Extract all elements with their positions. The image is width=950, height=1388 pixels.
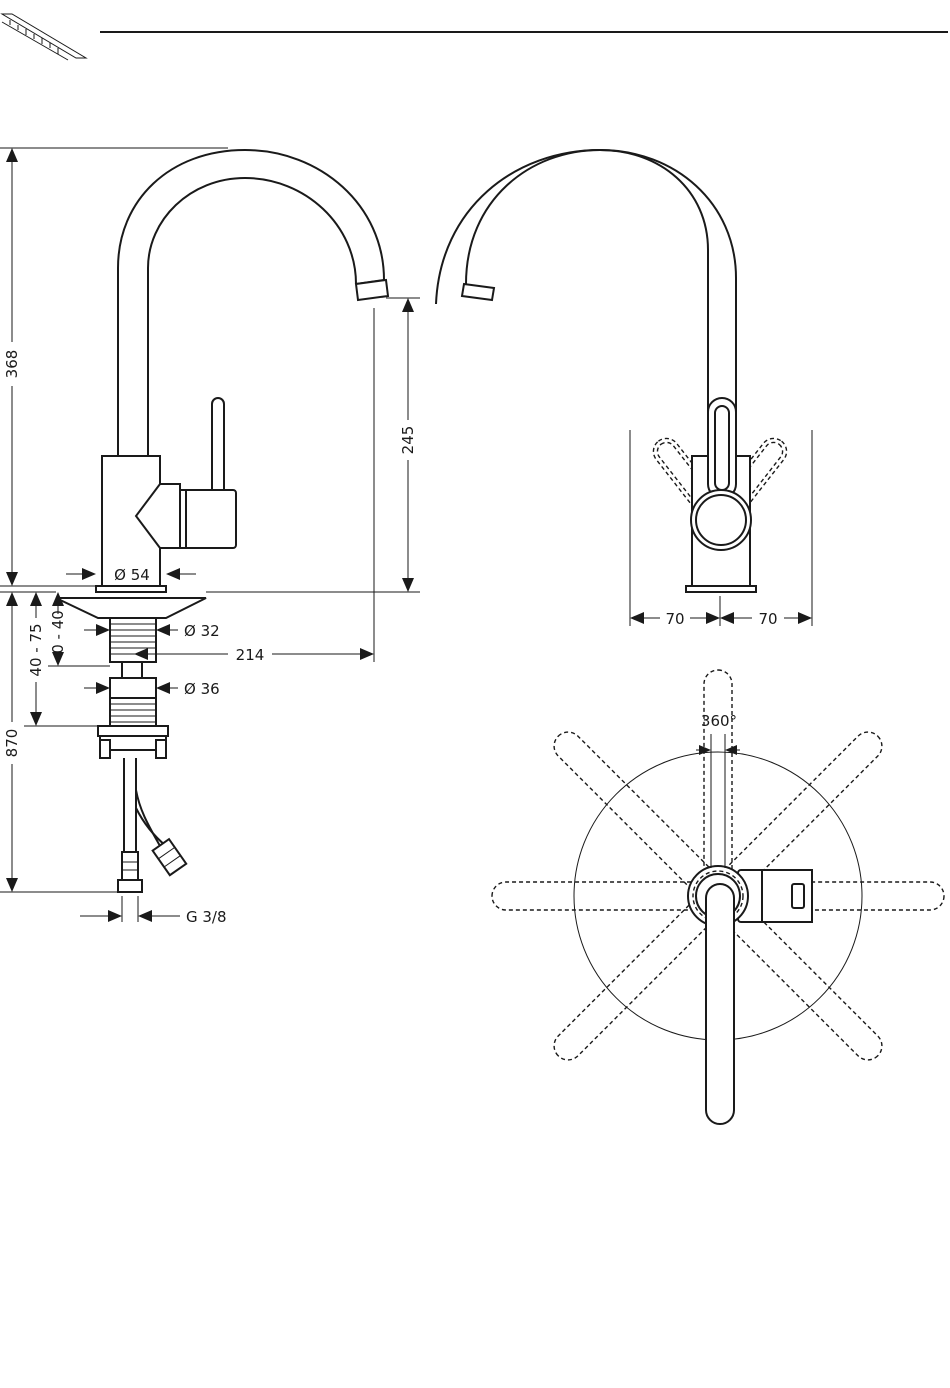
hose-length-label: 870 [3, 729, 21, 758]
spout-reach-label: 214 [236, 646, 265, 664]
base-diameter-label: Ø 54 [114, 566, 150, 584]
thread-diameter-label: Ø 36 [184, 680, 220, 698]
rotation-label: 360° [701, 712, 737, 730]
shank-diameter-label: Ø 32 [184, 622, 220, 640]
faucet-front-view [436, 150, 792, 592]
counter-thickness-label: 0 - 40 [49, 610, 67, 654]
mount-range-label: 40 - 75 [27, 623, 45, 676]
connection-label: G 3/8 [186, 908, 227, 926]
total-height-label: 368 [3, 350, 21, 379]
ruler-icon [2, 14, 86, 60]
faucet-top-view [492, 670, 944, 1124]
spout-height-label: 245 [399, 426, 417, 455]
lever-right-label: 70 [758, 610, 777, 628]
lever-left-label: 70 [665, 610, 684, 628]
faucet-side-view [56, 150, 388, 892]
